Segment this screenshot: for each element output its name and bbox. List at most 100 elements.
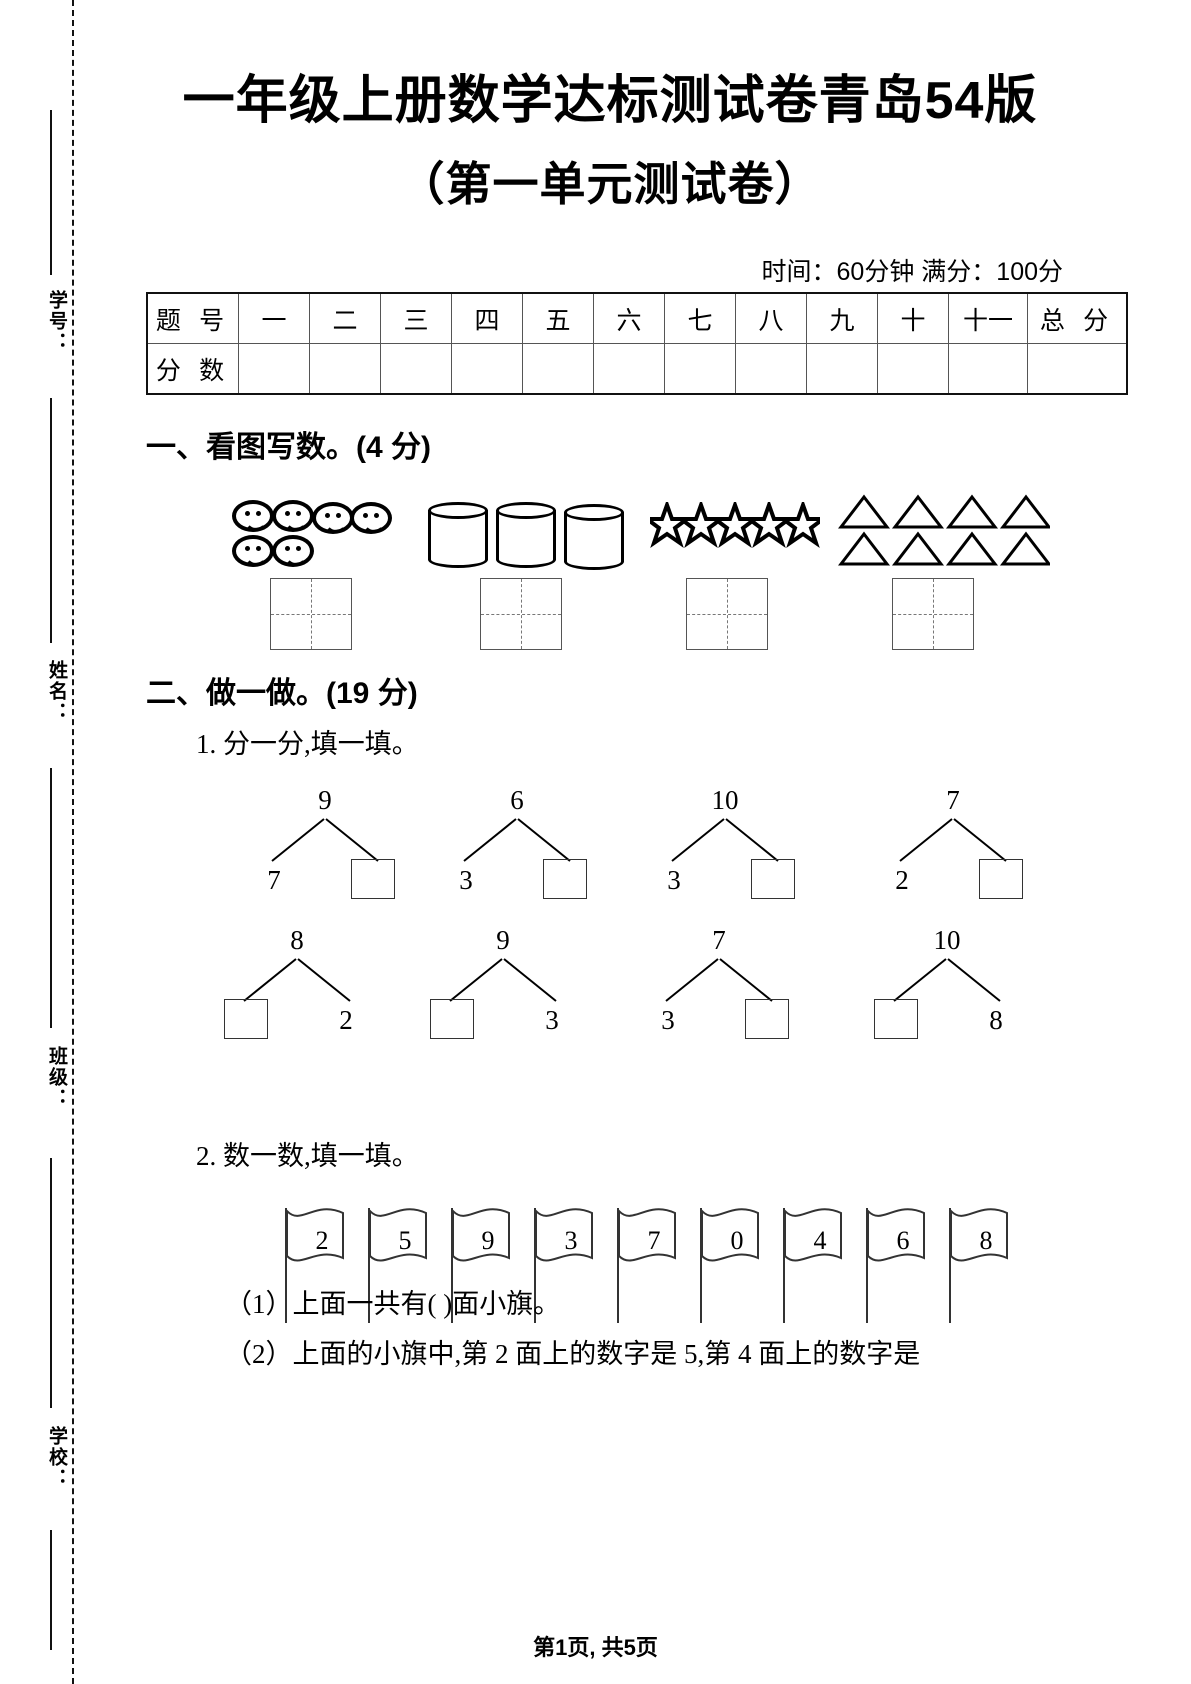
bond-top-value: 9	[318, 785, 332, 815]
number-bond-7: 7 3	[644, 925, 794, 1039]
score-cell-3[interactable]	[380, 343, 452, 395]
flag-icon	[535, 1208, 593, 1262]
flag-number: 7	[647, 1226, 661, 1255]
side-rule-1	[50, 110, 52, 275]
flag-pole	[368, 1208, 370, 1323]
smiley-face-icon	[272, 535, 314, 567]
bond-branches	[893, 958, 1001, 1002]
page-subtitle: （第一单元测试卷）	[398, 158, 822, 210]
flag-3: 9	[451, 1208, 525, 1323]
bond-branches	[449, 958, 557, 1002]
flag-icon	[452, 1208, 510, 1262]
number-bond-3: 10 3	[650, 785, 800, 899]
bond-branches	[899, 818, 1007, 862]
flag-icon	[950, 1208, 1008, 1262]
star-icon-row	[641, 499, 829, 549]
bond-left-value: 2	[895, 865, 909, 895]
cylinder-icon	[428, 502, 488, 568]
bond-right-value: 8	[989, 1005, 1003, 1035]
col-2: 二	[309, 292, 381, 344]
group-stars	[641, 499, 829, 552]
bond-left-blank[interactable]	[874, 999, 918, 1039]
smiley-face-icon	[232, 500, 274, 532]
group-smiley-faces	[232, 500, 402, 570]
question-2-2-sub-2: （2）上面的小旗中,第 2 面上的数字是 5,第 4 面上的数字是	[225, 1339, 921, 1369]
score-cell-10[interactable]	[877, 343, 949, 395]
triangle-icon-rows	[837, 494, 1053, 566]
flag-number: 5	[398, 1226, 412, 1255]
bond-right-blank[interactable]	[745, 999, 789, 1039]
flag-pole	[451, 1208, 453, 1323]
bond-right-value: 3	[545, 1005, 559, 1035]
side-rule-5	[50, 1530, 52, 1650]
flag-number: 3	[564, 1226, 578, 1255]
answer-box-group-1[interactable]	[270, 578, 352, 650]
row-label-score: 分 数	[146, 343, 239, 395]
bond-right-blank[interactable]	[351, 859, 395, 899]
col-8: 八	[735, 292, 807, 344]
bond-right-blank[interactable]	[543, 859, 587, 899]
flag-number: 2	[315, 1226, 329, 1255]
side-label-name: 姓名：	[46, 660, 67, 723]
smiley-face-icon	[350, 502, 392, 534]
bond-branches	[665, 958, 773, 1002]
score-cell-1[interactable]	[238, 343, 310, 395]
question-2-2-sub-1: （1）上面一共有( )面小旗。	[225, 1289, 561, 1319]
score-cell-total[interactable]	[1027, 343, 1128, 395]
side-rule-2	[50, 398, 52, 643]
score-cell-5[interactable]	[522, 343, 594, 395]
score-cell-9[interactable]	[806, 343, 878, 395]
flag-7: 4	[783, 1208, 857, 1323]
score-cell-8[interactable]	[735, 343, 807, 395]
number-bond-8: 10 8	[872, 925, 1022, 1039]
flag-number: 8	[979, 1226, 993, 1255]
smiley-face-icon	[272, 500, 314, 532]
flag-pole	[700, 1208, 702, 1323]
answer-box-group-3[interactable]	[686, 578, 768, 650]
smiley-face-icon	[312, 502, 354, 534]
score-cell-4[interactable]	[451, 343, 523, 395]
flag-2: 5	[368, 1208, 442, 1323]
flag-pole	[285, 1208, 287, 1323]
page-footer: 第1页, 共5页	[533, 1635, 658, 1660]
bond-left-value: 3	[667, 865, 681, 895]
number-bond-1: 9 7	[250, 785, 400, 899]
group-triangles	[837, 494, 1053, 566]
table-row-question-numbers: 题 号 一 二 三 四 五 六 七 八 九 十 十一 总 分	[146, 292, 1128, 344]
table-row-scores: 分 数	[146, 343, 1128, 395]
col-5: 五	[522, 292, 594, 344]
flag-5: 7	[617, 1208, 691, 1323]
flag-pole	[534, 1208, 536, 1323]
score-cell-7[interactable]	[664, 343, 736, 395]
score-cell-11[interactable]	[948, 343, 1028, 395]
flag-icon	[369, 1208, 427, 1262]
number-bond-2: 6 3	[442, 785, 592, 899]
col-11: 十一	[948, 292, 1028, 344]
answer-box-group-2[interactable]	[480, 578, 562, 650]
bond-right-blank[interactable]	[979, 859, 1023, 899]
bond-right-blank[interactable]	[751, 859, 795, 899]
bond-left-blank[interactable]	[430, 999, 474, 1039]
flag-8: 6	[866, 1208, 940, 1323]
bond-left-blank[interactable]	[224, 999, 268, 1039]
side-rule-4	[50, 1158, 52, 1408]
section-1-heading: 一、看图写数。(4 分)	[146, 431, 431, 464]
smiley-face-icon	[232, 535, 274, 567]
flag-icon	[618, 1208, 676, 1262]
answer-box-group-4[interactable]	[892, 578, 974, 650]
bond-top-value: 8	[290, 925, 304, 955]
number-bond-4: 7 2	[878, 785, 1028, 899]
score-cell-6[interactable]	[593, 343, 665, 395]
number-bond-5: 8 2	[222, 925, 372, 1039]
flag-pole	[949, 1208, 951, 1323]
flag-icon	[784, 1208, 842, 1262]
bond-branches	[271, 818, 379, 862]
side-label-student-id: 学号：	[46, 290, 67, 353]
bond-left-value: 3	[459, 865, 473, 895]
flag-6: 0	[700, 1208, 774, 1323]
bond-right-value: 2	[339, 1005, 353, 1035]
bond-top-value: 10	[933, 925, 961, 955]
score-cell-2[interactable]	[309, 343, 381, 395]
binding-dashed-line	[72, 0, 74, 1684]
flag-icon	[286, 1208, 344, 1262]
